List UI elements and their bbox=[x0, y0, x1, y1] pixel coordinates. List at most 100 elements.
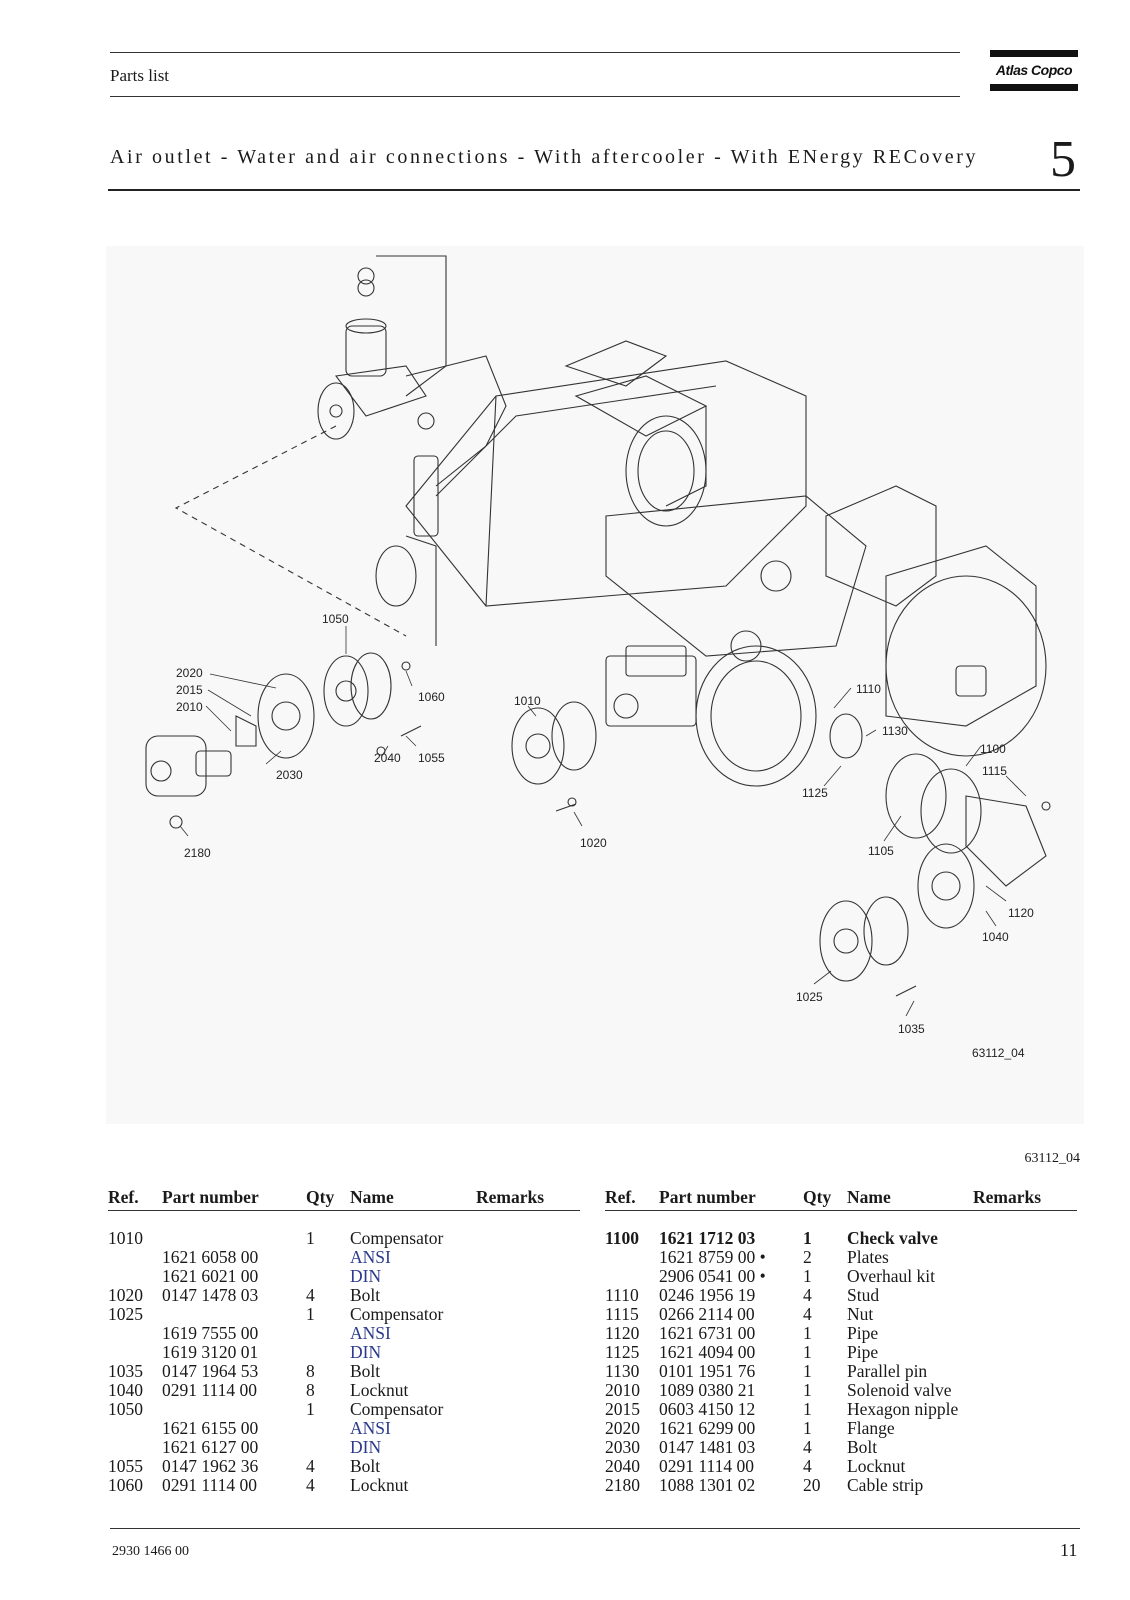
cell-qty: 4 bbox=[803, 1304, 812, 1324]
table-header-row: Ref. Part number Qty Name Remarks bbox=[108, 1184, 580, 1211]
cell-name: Compensator bbox=[350, 1228, 444, 1248]
cell-ref bbox=[605, 1248, 659, 1267]
cell-name: Check valve bbox=[847, 1228, 938, 1248]
callout-2180: 2180 bbox=[184, 846, 211, 860]
cell-part-number: 1621 6731 00 bbox=[659, 1323, 756, 1343]
table-header-row: Ref. Part number Qty Name Remarks bbox=[605, 1184, 1077, 1211]
cell-ref: 1055 bbox=[108, 1456, 143, 1476]
col-remarks: Remarks bbox=[973, 1184, 1077, 1211]
col-name: Name bbox=[350, 1184, 476, 1211]
cell-part-number: 0147 1481 03 bbox=[659, 1437, 756, 1457]
callout-1040: 1040 bbox=[982, 930, 1009, 944]
callout-2015: 2015 bbox=[176, 683, 203, 697]
cell-ref: 1110 bbox=[605, 1285, 639, 1305]
exploded-view-drawing: 1050 2020 2015 2010 1060 2040 1055 2030 … bbox=[106, 246, 1084, 1124]
cell-ref: 1115 bbox=[605, 1304, 639, 1324]
cell-remarks bbox=[476, 1343, 580, 1362]
cell-ref bbox=[108, 1324, 162, 1343]
col-ref: Ref. bbox=[108, 1184, 162, 1211]
cell-remarks bbox=[973, 1438, 1077, 1457]
cell-remarks bbox=[973, 1267, 1077, 1286]
cell-qty bbox=[306, 1438, 350, 1457]
exploded-view-svg bbox=[145, 255, 1051, 1017]
cell-qty: 4 bbox=[306, 1456, 315, 1476]
cell-part-number: 0291 1114 00 bbox=[162, 1475, 257, 1495]
callout-1010: 1010 bbox=[514, 694, 541, 708]
cell-name: ANSI bbox=[350, 1247, 391, 1267]
cell-remarks bbox=[973, 1305, 1077, 1324]
cell-remarks bbox=[476, 1476, 580, 1495]
cell-remarks bbox=[973, 1381, 1077, 1400]
col-ref: Ref. bbox=[605, 1184, 659, 1211]
parts-table-right: Ref. Part number Qty Name Remarks 1100 16… bbox=[605, 1184, 1077, 1495]
cell-remarks bbox=[973, 1324, 1077, 1343]
cell-qty: 1 bbox=[803, 1399, 812, 1419]
cell-ref bbox=[108, 1419, 162, 1438]
cell-qty: 1 bbox=[306, 1304, 315, 1324]
header-bottom-rule bbox=[110, 96, 960, 97]
cell-part-number: 1089 0380 21 bbox=[659, 1380, 756, 1400]
cell-remarks bbox=[973, 1457, 1077, 1476]
cell-ref: 1130 bbox=[605, 1361, 640, 1381]
cell-remarks bbox=[476, 1267, 580, 1286]
cell-qty: 4 bbox=[306, 1285, 315, 1305]
cell-ref: 2020 bbox=[605, 1418, 640, 1438]
cell-name: Pipe bbox=[847, 1342, 879, 1362]
cell-remarks bbox=[476, 1305, 580, 1324]
cell-qty: 1 bbox=[306, 1399, 315, 1419]
callout-1025: 1025 bbox=[796, 990, 823, 1004]
cell-remarks bbox=[973, 1476, 1077, 1495]
cell-qty: 4 bbox=[803, 1285, 812, 1305]
cell-name: Bolt bbox=[847, 1437, 878, 1457]
cell-ref: 2010 bbox=[605, 1380, 640, 1400]
cell-part-number: 1088 1301 02 bbox=[659, 1475, 756, 1495]
cell-name: Plates bbox=[847, 1247, 889, 1267]
cell-qty: 1 bbox=[803, 1361, 812, 1381]
cell-part-number: 1621 6299 00 bbox=[659, 1418, 756, 1438]
cell-name: Solenoid valve bbox=[847, 1380, 952, 1400]
document-number: 2930 1466 00 bbox=[112, 1544, 189, 1559]
figure-reference: 63112_04 bbox=[1024, 1151, 1080, 1166]
cell-qty bbox=[306, 1267, 350, 1286]
cell-remarks bbox=[476, 1286, 580, 1305]
cell-remarks bbox=[973, 1286, 1077, 1305]
cell-name: Parallel pin bbox=[847, 1361, 928, 1381]
cell-part-number: 0291 1114 00 bbox=[162, 1380, 257, 1400]
callout-leaders bbox=[179, 626, 1027, 1017]
cell-qty: 1 bbox=[803, 1266, 812, 1286]
cell-remarks bbox=[973, 1419, 1077, 1438]
cell-ref: 1100 bbox=[605, 1228, 640, 1248]
cell-name: ANSI bbox=[350, 1323, 391, 1343]
cell-name: Hexagon nipple bbox=[847, 1399, 959, 1419]
cell-ref: 1025 bbox=[108, 1304, 143, 1324]
cell-ref: 1125 bbox=[605, 1342, 640, 1362]
cell-qty: 2 bbox=[803, 1247, 812, 1267]
cell-qty: 1 bbox=[306, 1228, 315, 1248]
footer-rule bbox=[110, 1528, 1080, 1529]
callout-1115: 1115 bbox=[982, 764, 1007, 778]
cell-remarks bbox=[973, 1229, 1077, 1248]
cell-name: Compensator bbox=[350, 1304, 444, 1324]
callout-1130: 1130 bbox=[882, 724, 908, 738]
cell-remarks bbox=[973, 1362, 1077, 1381]
callout-2020: 2020 bbox=[176, 666, 203, 680]
callout-2030: 2030 bbox=[276, 768, 303, 782]
cell-part-number: 0101 1951 76 bbox=[659, 1361, 756, 1381]
cell-name: Bolt bbox=[350, 1456, 381, 1476]
cell-part-number: 1621 6127 00 bbox=[162, 1437, 259, 1457]
section-number: 5 bbox=[1050, 131, 1076, 188]
header-label: Parts list bbox=[110, 66, 170, 85]
cell-ref bbox=[108, 1438, 162, 1457]
cell-name: Locknut bbox=[847, 1456, 906, 1476]
